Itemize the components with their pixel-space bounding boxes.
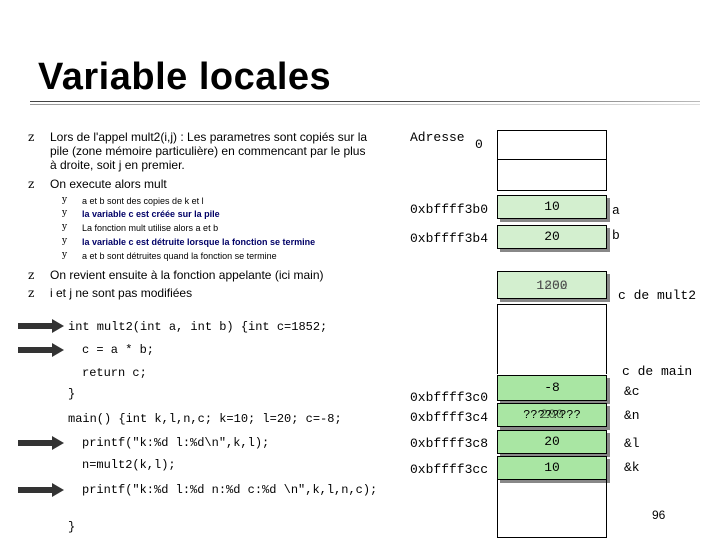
address-c-main: 0xbffff3c0: [410, 390, 489, 405]
page-number: 96: [652, 508, 666, 522]
address-a: 0xbffff3b0: [410, 202, 489, 217]
code-line: c = a * b;: [82, 343, 155, 357]
stack-cell-empty: [497, 130, 607, 160]
sub-bullet-icon: y: [62, 208, 68, 218]
stack-cell-n-value: ????????: [523, 408, 581, 422]
stack-frame-bottom: [497, 480, 607, 538]
arrow-right-icon: [18, 343, 64, 357]
arrow-right-icon: [18, 319, 64, 333]
code-line: return c;: [82, 366, 147, 380]
address-b: 0xbffff3b4: [410, 231, 489, 246]
label-l: &l: [624, 436, 640, 451]
code-line: }: [68, 520, 76, 534]
address-header-value: 0: [475, 137, 483, 152]
label-k: &k: [624, 460, 640, 475]
stack-cell-c-main: -8: [497, 375, 607, 401]
stack-cell-c-mult2-value: 1200: [536, 278, 568, 293]
sub-bullet-text: La fonction mult utilise alors a et b: [82, 223, 219, 233]
sub-bullet-icon: y: [62, 222, 68, 232]
code-line: int mult2(int a, int b) {int c=1852;: [68, 320, 328, 334]
label-a: a: [612, 203, 620, 218]
sub-bullet-icon: y: [62, 250, 68, 260]
label-c-main-header: c de main: [622, 364, 693, 379]
stack-cell-n-overlay: 200: [540, 407, 564, 422]
bullet-icon: z: [28, 286, 35, 300]
bullet-icon: z: [28, 268, 35, 282]
arrow-right-icon: [18, 436, 64, 450]
bullet-icon: z: [28, 177, 35, 191]
code-line: main() {int k,l,n,c; k=10; l=20; c=-8;: [68, 412, 342, 426]
code-line: n=mult2(k,l);: [82, 458, 176, 472]
arrow-right-icon: [18, 483, 64, 497]
label-b: b: [612, 228, 620, 243]
stack-cell-n: ???????? 200: [497, 403, 607, 427]
address-l: 0xbffff3c8: [410, 436, 489, 451]
stack-cell-c-mult2: 1200 1852: [497, 271, 607, 299]
title-underline-shadow: [30, 104, 700, 105]
stack-cell-b: 20: [497, 225, 607, 249]
stack-cell-empty: [497, 159, 607, 191]
address-header: Adresse: [410, 130, 465, 145]
stack-cell-l: 20: [497, 430, 607, 454]
sub-bullet-text: la variable c est détruite lorsque la fo…: [82, 237, 316, 247]
stack-frame-gap: [497, 304, 607, 374]
code-line: printf("k:%d l:%d n:%d c:%d \n",k,l,n,c)…: [82, 483, 378, 497]
title-underline: [30, 101, 700, 102]
slide-title: Variable locales: [38, 56, 332, 98]
code-line: printf("k:%d l:%d\n",k,l);: [82, 436, 270, 450]
bullet-text: On execute alors mult: [50, 177, 167, 191]
code-line: }: [68, 387, 76, 401]
label-c-mult2: c de mult2: [618, 288, 697, 303]
bullet-text: Lors de l'appel mult2(i,j) : Les paramet…: [50, 130, 368, 172]
stack-cell-c-mult2-overlay: 1852: [536, 278, 568, 293]
sub-bullet-text: la variable c est créée sur la pile: [82, 209, 220, 219]
sub-bullet-text: a et b sont détruites quand la fonction …: [82, 251, 277, 261]
bullet-icon: z: [28, 130, 35, 144]
sub-bullet-text: a et b sont des copies de k et l: [82, 196, 204, 206]
address-k: 0xbffff3cc: [410, 462, 489, 477]
sub-bullet-icon: y: [62, 236, 68, 246]
label-c-main: &c: [624, 384, 640, 399]
bullet-text: On revient ensuite à la fonction appelan…: [50, 268, 324, 282]
sub-bullet-icon: y: [62, 195, 68, 205]
bullet-text: i et j ne sont pas modifiées: [50, 286, 193, 300]
label-n: &n: [624, 408, 640, 423]
stack-cell-a: 10: [497, 195, 607, 219]
address-n: 0xbffff3c4: [410, 410, 489, 425]
stack-cell-k: 10: [497, 456, 607, 480]
